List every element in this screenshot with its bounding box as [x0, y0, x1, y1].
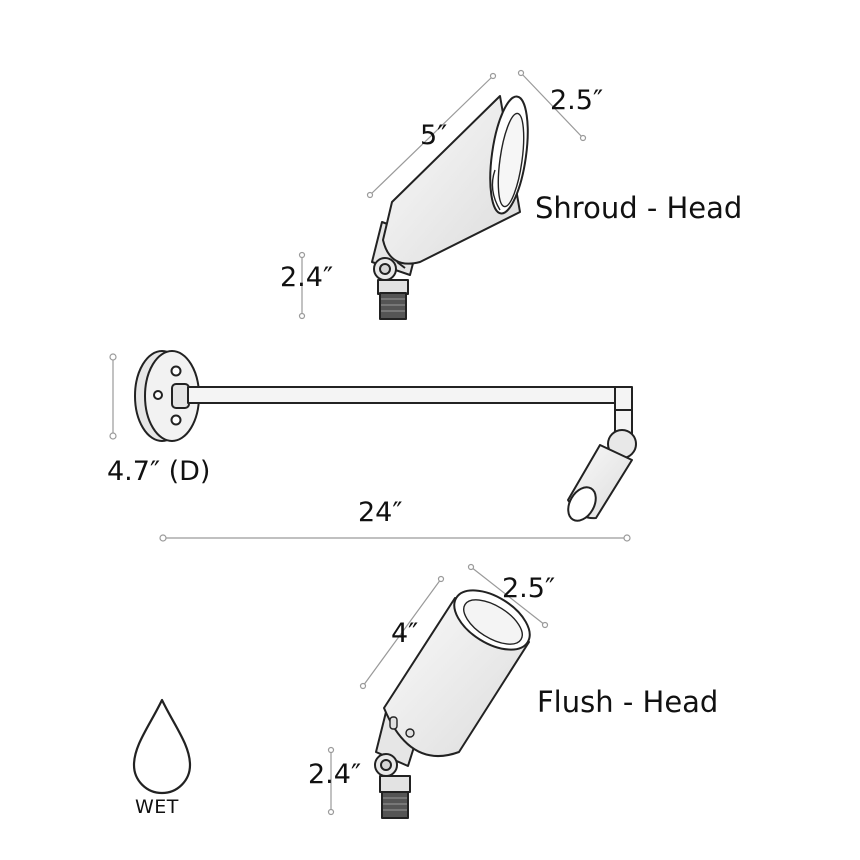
shroud-head-title: Shroud - Head [535, 191, 743, 225]
wall-arm-drawing [134, 350, 637, 522]
flush-head-title: Flush - Head [537, 685, 719, 719]
flush-length-label: 4″ [391, 618, 419, 649]
flush-dimension-lines [327, 563, 549, 816]
water-drop-icon [132, 698, 192, 795]
flush-base-label: 2.4″ [308, 759, 362, 790]
shroud-head-drawing [371, 95, 529, 320]
shroud-base-label: 2.4″ [280, 262, 334, 293]
wet-rating-label: WET [135, 796, 179, 818]
arm-dimension-lines [109, 353, 631, 542]
shroud-diameter-label: 2.5″ [550, 85, 604, 116]
shroud-dimension-lines [298, 69, 587, 320]
flush-head-drawing [374, 589, 531, 819]
arm-depth-label: 4.7″ (D) [107, 456, 211, 487]
shroud-length-label: 5″ [420, 120, 448, 151]
arm-length-label: 24″ [358, 497, 403, 528]
flush-diameter-label: 2.5″ [502, 573, 556, 604]
